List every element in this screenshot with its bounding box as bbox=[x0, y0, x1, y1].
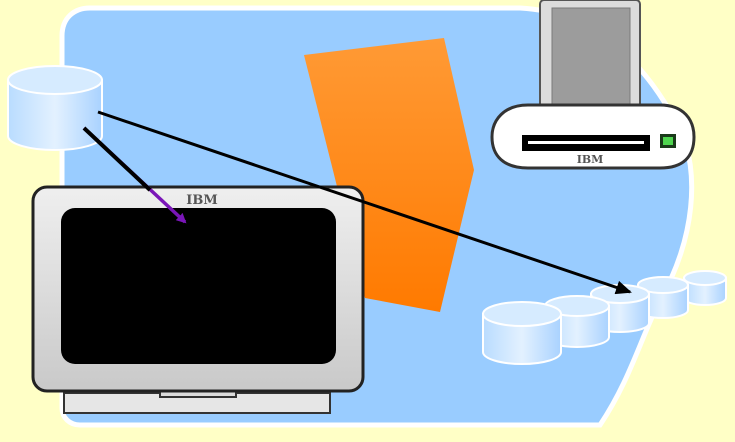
disk-5 bbox=[683, 270, 727, 306]
storage-disk-stack bbox=[482, 270, 727, 365]
printer-brand-label: IBM bbox=[577, 153, 604, 166]
disk-1 bbox=[482, 301, 562, 365]
processor-shape bbox=[304, 38, 474, 312]
arrow-disk-to-monitor-tail bbox=[82, 126, 152, 192]
crt-monitor-icon: IBM bbox=[31, 185, 365, 414]
monitor-brand-label: IBM bbox=[186, 193, 217, 208]
printer-icon: IBM bbox=[490, 0, 696, 170]
disk-4 bbox=[637, 276, 689, 319]
source-database-cylinder bbox=[7, 65, 103, 151]
arrow-disk-to-storage bbox=[97, 110, 632, 295]
